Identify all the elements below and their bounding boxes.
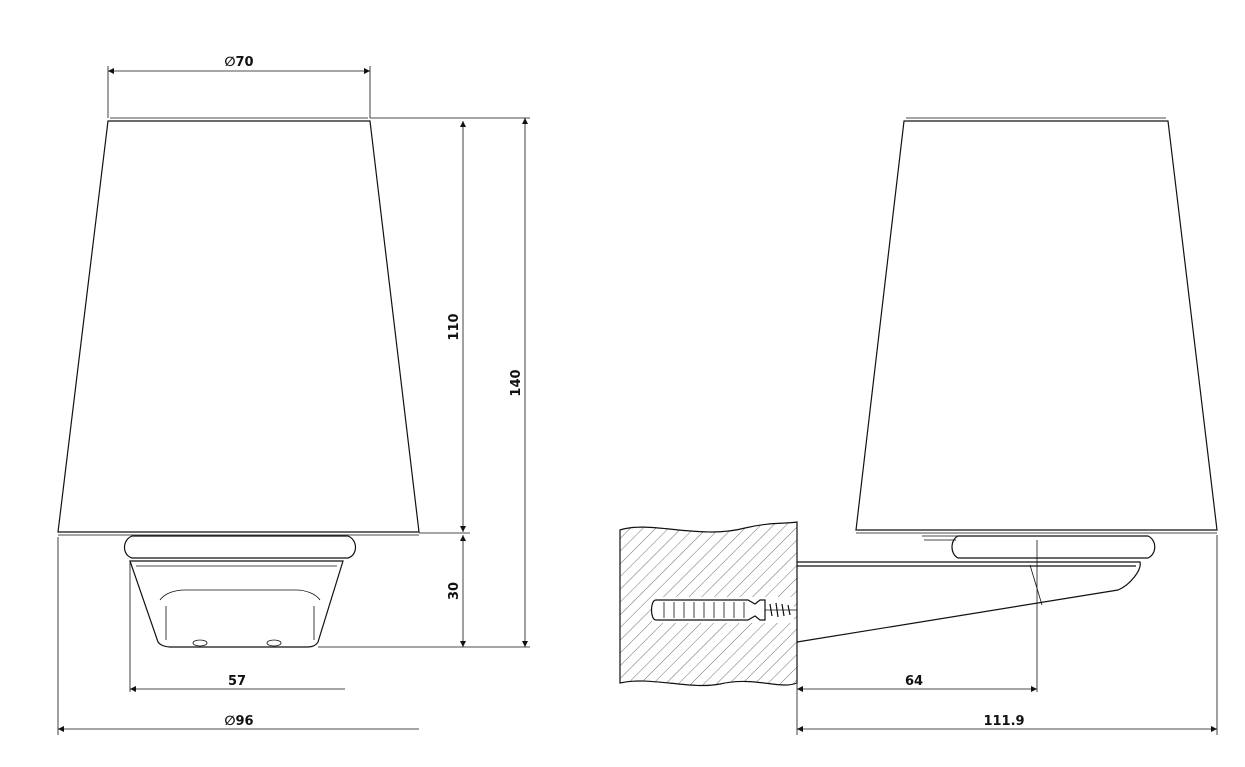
front-collar xyxy=(123,535,357,559)
dim-projection: 64 xyxy=(905,674,923,689)
dim-cup-height: 110 xyxy=(447,313,462,340)
front-base-holder xyxy=(129,560,344,648)
front-view: ∅70 110 140 30 57 ∅96 xyxy=(57,55,530,735)
dim-base-width: 57 xyxy=(228,674,246,689)
dim-total-height: 140 xyxy=(509,369,524,396)
side-view: 64 111.9 xyxy=(619,117,1218,735)
dim-bottom-diameter: ∅96 xyxy=(224,714,253,729)
dim-base-height: 30 xyxy=(447,582,462,600)
side-cup-outline xyxy=(855,120,1218,531)
dim-total-depth: 111.9 xyxy=(983,714,1024,729)
dim-top-diameter: ∅70 xyxy=(224,55,253,70)
side-arm-bracket xyxy=(796,561,1141,643)
wall-plug-screw xyxy=(650,597,797,623)
front-cup-outline xyxy=(57,120,420,533)
side-collar xyxy=(951,535,1156,559)
